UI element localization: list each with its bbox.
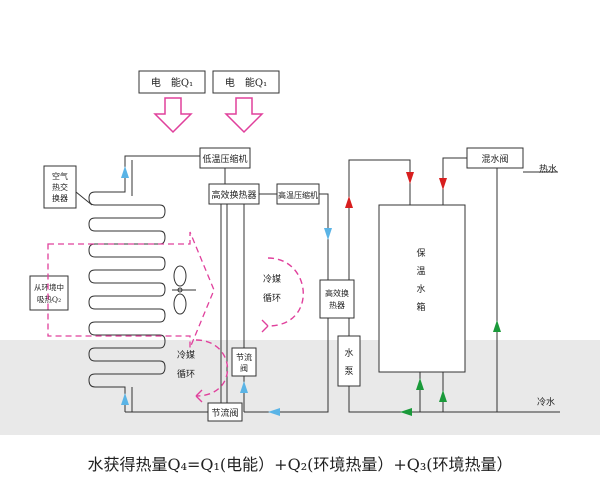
refrigerant-loop-2-arc — [195, 339, 229, 397]
throttle-valve-mid-label-2: 阀 — [240, 364, 248, 373]
fan-icon — [172, 265, 196, 315]
refrigerant-loop-2-label-1: 冷媒 — [177, 349, 195, 361]
high-eff-exchanger-2-label-2: 热器 — [329, 300, 345, 310]
flow-arrow-red-down-2 — [439, 178, 447, 190]
flow-arrow-blue-up-left — [121, 166, 129, 178]
caption: 水获得热量Q₄=Q₁(电能）+Q₂(环境热量）+Q₃(环境热量） — [87, 455, 512, 474]
high-eff-exchanger-2 — [319, 279, 355, 319]
flow-arrow-green-up-2 — [439, 390, 447, 402]
power-box-1-label: 电 能Q₁ — [151, 76, 193, 89]
refrigerant-loop-1-label-1: 冷媒 — [263, 273, 281, 285]
cold-water-label: 冷水 — [537, 396, 555, 408]
tank-label-4: 箱 — [416, 301, 425, 313]
high-temp-compressor-label: 高温压缩机 — [278, 190, 318, 200]
flow-arrow-red-down-1 — [406, 172, 414, 184]
pipe-coil-to-compressor — [124, 155, 200, 160]
refrigerant-loop-2-arrowhead — [195, 389, 203, 403]
flow-arrow-blue-up-bottom — [121, 393, 129, 405]
env-heat-label-2: 吸热Q₂ — [37, 294, 61, 304]
env-heat-arrow — [47, 231, 215, 349]
water-pump — [337, 335, 361, 387]
env-heat-box — [29, 275, 69, 311]
env-heat-label-1: 从环境中 — [34, 282, 64, 292]
flow-arrow-green-up-3 — [493, 320, 501, 332]
throttle-valve-bottom-label: 节流阀 — [211, 407, 238, 419]
low-temp-compressor-label: 低温压缩机 — [202, 153, 247, 165]
flow-arrow-blue-left — [268, 408, 280, 416]
pipe-tank-to-mixing-valve — [442, 157, 467, 205]
high-eff-exchanger-1-label: 高效换热器 — [211, 189, 256, 201]
flow-arrow-blue-up-mid — [240, 381, 248, 393]
refrigerant-loop-1-arrowhead — [261, 319, 269, 333]
air-exchanger-leader-line — [75, 191, 93, 206]
throttle-valve-bottom — [207, 402, 243, 422]
mixing-valve-label: 混水阀 — [481, 153, 508, 165]
air-exchanger-label-1: 空气 — [52, 171, 68, 181]
air-exchanger-label-2: 热交 — [52, 182, 68, 192]
tank-label-1: 保 — [416, 247, 425, 259]
flow-arrow-green-up-1 — [416, 378, 424, 390]
power-input-arrow-2 — [224, 97, 264, 134]
air-exchanger-label-box — [43, 165, 77, 209]
pipe-ht-compressor-down — [319, 193, 329, 280]
water-pump-label-1: 水 — [344, 347, 353, 359]
flow-arrow-green-left — [400, 408, 412, 416]
background-band — [0, 340, 600, 435]
tank-label-2: 温 — [416, 266, 425, 277]
flow-arrow-red-up — [345, 196, 353, 208]
power-box-2-label: 电 能Q₁ — [225, 76, 267, 89]
hot-water-label: 热水 — [539, 163, 557, 175]
refrigerant-loop-2-label-2: 循环 — [177, 368, 195, 380]
power-box-1 — [138, 70, 206, 94]
refrigerant-loop-1-arc — [267, 257, 304, 327]
insulated-water-tank — [378, 204, 466, 373]
high-eff-exchanger-2-label-1: 高效换 — [325, 288, 349, 298]
throttle-valve-mid — [231, 347, 257, 377]
power-input-arrow-1 — [153, 97, 193, 134]
throttle-valve-mid-label-1: 节流 — [236, 352, 252, 362]
pipe-pump-to-tank — [348, 372, 421, 413]
air-exchanger-label-3: 换器 — [52, 193, 68, 203]
refrigerant-loop-1-label-2: 循环 — [263, 292, 281, 304]
water-pump-label-2: 泵 — [344, 366, 353, 377]
tank-label-3: 水 — [416, 283, 425, 295]
air-exchanger-coil — [88, 160, 166, 412]
flow-arrow-blue-down — [324, 228, 332, 240]
power-box-2 — [212, 70, 280, 94]
